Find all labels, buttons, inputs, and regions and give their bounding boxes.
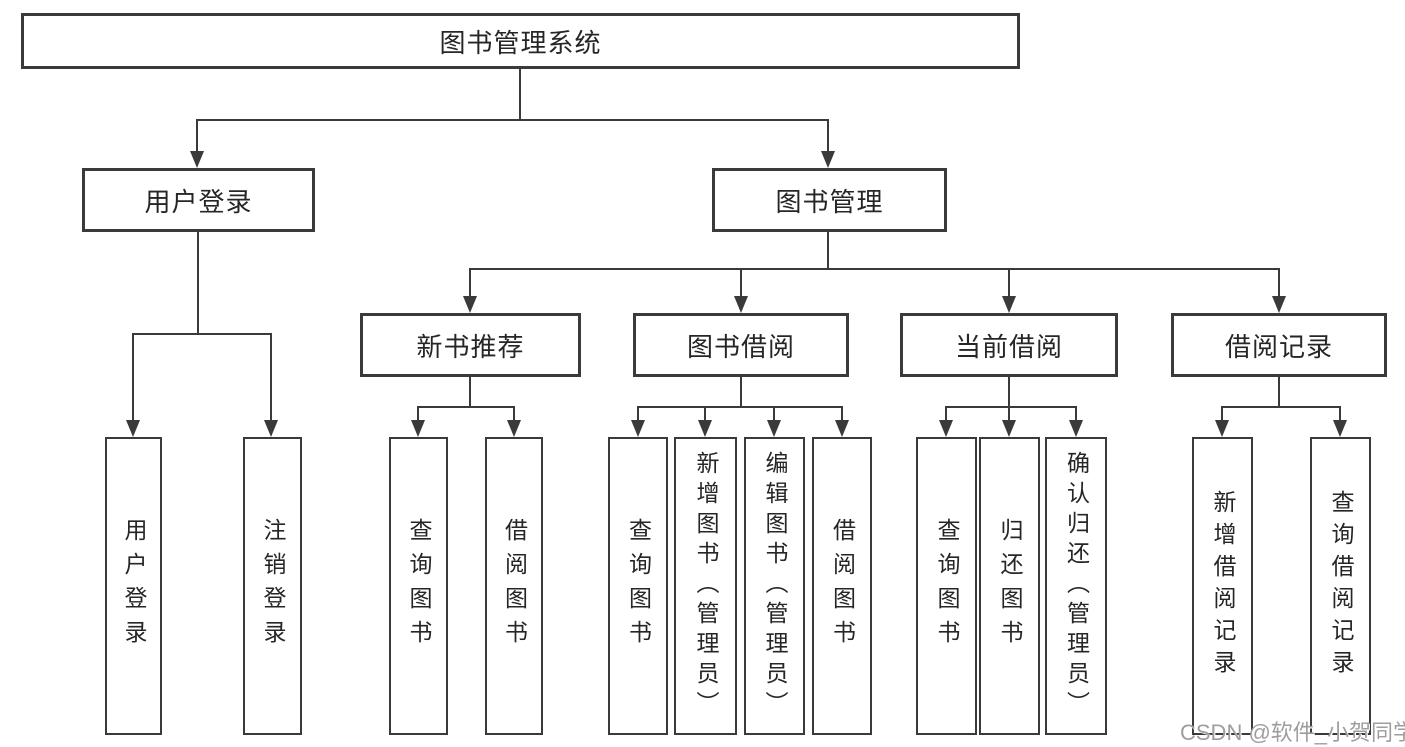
connector-line — [469, 377, 471, 408]
node-borrowing-records: 借阅记录 — [1171, 313, 1387, 377]
connector-line — [1339, 406, 1341, 423]
leaf-label: 注销登录 — [260, 518, 286, 654]
arrow-down-icon — [767, 420, 781, 437]
connector-line — [945, 406, 1077, 408]
arrow-down-icon — [1069, 420, 1083, 437]
connector-line — [740, 268, 742, 299]
leaf-edit-books-admin: 编辑图书（管理员） — [744, 437, 805, 735]
leaf-borrow-books-recommend: 借阅图书 — [485, 437, 543, 735]
connector-line — [637, 406, 843, 408]
leaf-label: 确认归还（管理员） — [1063, 451, 1090, 721]
arrow-down-icon — [190, 151, 204, 168]
arrow-down-icon — [463, 296, 477, 313]
watermark: CSDN @软件_小贺同学 — [1180, 720, 1405, 745]
leaf-label: 编辑图书（管理员） — [762, 451, 788, 721]
arrow-down-icon — [1333, 420, 1347, 437]
connector-line — [827, 119, 829, 155]
connector-line — [417, 406, 419, 423]
node-book-management: 图书管理 — [712, 168, 947, 232]
node-label: 新书推荐 — [416, 331, 525, 362]
node-label: 图书借阅 — [686, 331, 795, 362]
connector-line — [1278, 377, 1280, 408]
connector-line — [270, 333, 272, 423]
leaf-user-login: 用户登录 — [105, 437, 162, 735]
node-label: 图书管理系统 — [439, 27, 602, 58]
leaf-label: 新增图书（管理员） — [693, 451, 719, 721]
leaf-label: 查询图书 — [406, 518, 432, 654]
connector-line — [1221, 406, 1223, 423]
leaf-query-borrow-record: 查询借阅记录 — [1310, 437, 1371, 735]
connector-line — [827, 232, 829, 270]
connector-line — [1008, 268, 1010, 299]
leaf-query-books-recommend: 查询图书 — [389, 437, 448, 735]
leaf-add-borrow-record: 新增借阅记录 — [1192, 437, 1253, 735]
arrow-down-icon — [1215, 420, 1229, 437]
connector-line — [197, 232, 199, 335]
leaf-query-books-borrowing: 查询图书 — [608, 437, 668, 735]
connector-line — [469, 268, 471, 299]
leaf-label: 查询图书 — [934, 518, 960, 654]
connector-line — [519, 69, 521, 120]
node-label: 借阅记录 — [1224, 331, 1333, 362]
node-book-borrowing: 图书借阅 — [633, 313, 849, 377]
connector-line — [841, 406, 843, 423]
connector-line — [196, 119, 829, 121]
leaf-return-books: 归还图书 — [979, 437, 1040, 735]
leaf-label: 查询图书 — [625, 518, 652, 654]
arrow-down-icon — [1002, 296, 1016, 313]
connector-line — [704, 406, 706, 423]
arrow-down-icon — [821, 151, 835, 168]
arrow-down-icon — [264, 420, 278, 437]
leaf-label: 归还图书 — [997, 518, 1023, 654]
node-label: 用户登录 — [144, 186, 253, 217]
leaf-logout: 注销登录 — [243, 437, 302, 735]
connector-line — [1008, 406, 1010, 423]
leaf-label: 新增借阅记录 — [1210, 490, 1236, 682]
arrow-down-icon — [734, 296, 748, 313]
connector-line — [637, 406, 639, 423]
leaf-add-books-admin: 新增图书（管理员） — [674, 437, 737, 735]
connector-line — [417, 406, 515, 408]
node-library-management-system: 图书管理系统 — [21, 13, 1020, 69]
connector-line — [1278, 268, 1280, 299]
node-current-borrowing: 当前借阅 — [900, 313, 1118, 377]
leaf-label: 借阅图书 — [501, 518, 528, 654]
leaf-borrow-books: 借阅图书 — [812, 437, 872, 735]
connector-line — [196, 119, 198, 155]
leaf-label: 借阅图书 — [829, 518, 856, 654]
node-new-book-recommendation: 新书推荐 — [360, 313, 581, 377]
leaf-label: 用户登录 — [121, 518, 147, 654]
connector-line — [513, 406, 515, 423]
connector-line — [773, 406, 775, 423]
node-label: 图书管理 — [775, 186, 884, 217]
connector-line — [1008, 377, 1010, 408]
connector-line — [132, 333, 134, 423]
connector-line — [740, 377, 742, 408]
arrow-down-icon — [411, 420, 425, 437]
connector-line — [945, 406, 947, 423]
leaf-query-books-current: 查询图书 — [916, 437, 977, 735]
connector-line — [1221, 406, 1341, 408]
arrow-down-icon — [507, 420, 521, 437]
arrow-down-icon — [835, 420, 849, 437]
connector-line — [1075, 406, 1077, 423]
node-user-login: 用户登录 — [82, 168, 315, 232]
arrow-down-icon — [1002, 420, 1016, 437]
arrow-down-icon — [698, 420, 712, 437]
connector-line — [469, 268, 1280, 270]
arrow-down-icon — [939, 420, 953, 437]
arrow-down-icon — [1272, 296, 1286, 313]
arrow-down-icon — [126, 420, 140, 437]
connector-line — [132, 333, 272, 335]
node-label: 当前借阅 — [954, 331, 1063, 362]
arrow-down-icon — [631, 420, 645, 437]
leaf-confirm-return-admin: 确认归还（管理员） — [1045, 437, 1107, 735]
leaf-label: 查询借阅记录 — [1328, 490, 1354, 682]
